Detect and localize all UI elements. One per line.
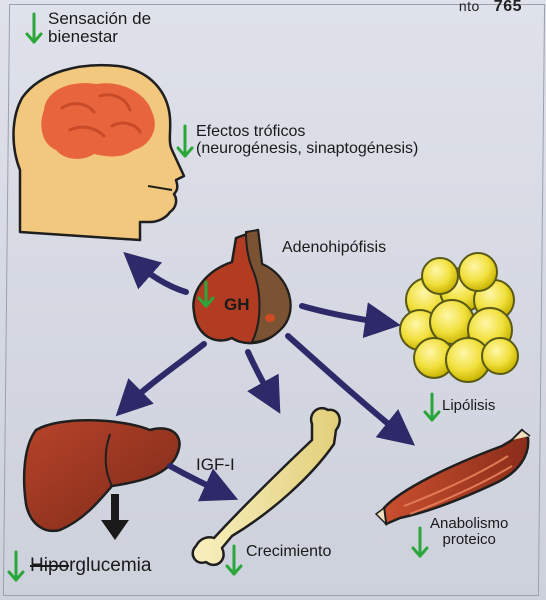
page-header: nto 765: [459, 0, 522, 16]
head-icon: [12, 63, 186, 242]
arrow-to-brain: [123, 252, 189, 295]
label-glucemia-struck: Hipo: [30, 555, 70, 576]
liver-down-arrow: [101, 494, 129, 540]
arrow-to-liver: [115, 341, 207, 417]
down-arrow-growth: [225, 544, 243, 576]
arrow-to-fat: [299, 302, 401, 338]
label-gh: GH: [224, 295, 250, 314]
liver-icon: [22, 419, 181, 533]
muscle-icon: [374, 428, 531, 527]
down-arrow-gh: [197, 280, 215, 308]
label-glucemia-rest: rglucemia: [69, 555, 152, 576]
flow-arrows: [115, 252, 416, 502]
arrow-to-muscle: [285, 333, 416, 446]
label-glucemia: Hiporglucemia: [30, 556, 151, 576]
down-arrow-glucemia: [7, 550, 25, 582]
down-arrow-lipolysis: [423, 392, 441, 422]
arrow-igf-to-bone: [167, 463, 239, 502]
label-growth: Crecimiento: [246, 543, 332, 560]
page-number: 765: [493, 0, 522, 15]
label-well-being: Sensación de bienestar: [48, 9, 152, 46]
label-lipolysis: Lipólisis: [442, 397, 496, 414]
arrow-to-bone: [245, 349, 281, 414]
label-trophic-effects: Efectos tróficos (neurogénesis, sinaptog…: [196, 123, 419, 157]
label-pituitary: Adenohipófisis: [282, 239, 387, 256]
bone-icon: [191, 407, 341, 567]
down-arrow-well-being: [25, 12, 43, 44]
brain-icon: [41, 83, 155, 159]
down-arrow-protein: [411, 526, 429, 558]
label-igf: IGF-I: [196, 455, 235, 474]
fat-cells-icon: [399, 252, 519, 383]
header-fragment: nto: [458, 0, 480, 14]
green-down-arrows: [7, 12, 441, 582]
label-protein-anabolism: Anabolismo proteico: [430, 515, 509, 548]
down-arrow-trophic: [176, 124, 194, 158]
pituitary-icon: [192, 228, 292, 345]
